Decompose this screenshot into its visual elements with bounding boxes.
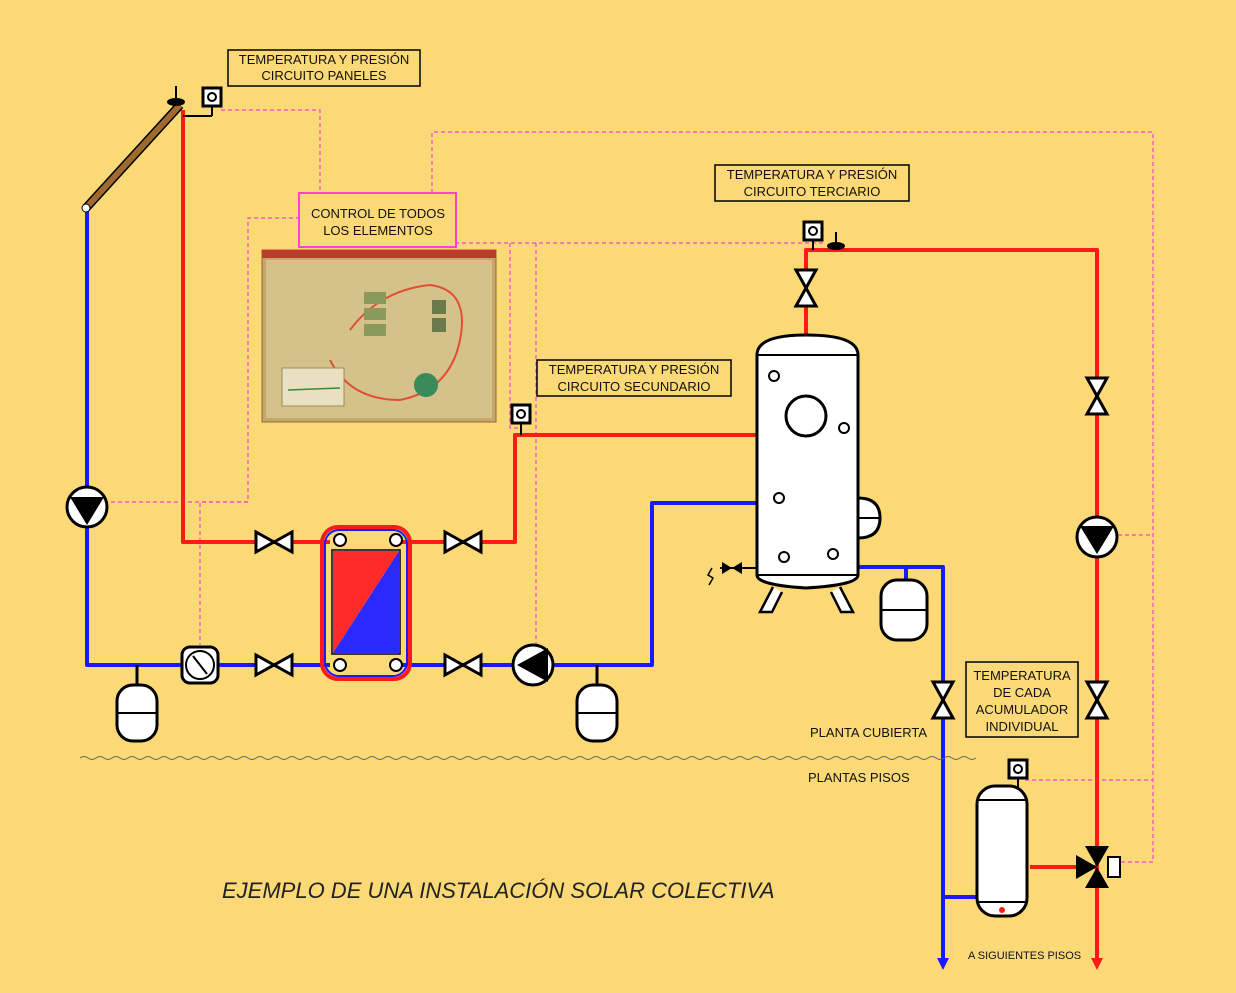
sensor-secundario — [510, 403, 532, 435]
label-terciario-line2: CIRCUITO TERCIARIO — [744, 184, 881, 199]
pump-secundario — [511, 643, 555, 687]
label-control: CONTROL DE TODOS LOS ELEMENTOS — [298, 192, 457, 248]
flow-meter — [180, 645, 220, 685]
pump-terciario — [1075, 515, 1119, 559]
pipes — [85, 110, 1099, 960]
main-accumulator — [706, 333, 882, 614]
label-terciario: TEMPERATURA Y PRESIÓN CIRCUITO TERCIARIO — [714, 164, 910, 202]
label-paneles-line1: TEMPERATURA Y PRESIÓN — [239, 52, 410, 67]
control-screen — [261, 249, 497, 423]
label-control-line2: LOS ELEMENTOS — [323, 223, 433, 238]
label-acum-line4: INDIVIDUAL — [986, 719, 1059, 734]
diagram-title: EJEMPLO DE UNA INSTALACIÓN SOLAR COLECTI… — [222, 878, 775, 903]
label-secundario: TEMPERATURA Y PRESIÓN CIRCUITO SECUNDARI… — [536, 359, 732, 397]
three-way-valve — [1076, 846, 1121, 888]
sensor-acumulador — [1007, 758, 1029, 790]
label-acum-line2: DE CADA — [993, 685, 1051, 700]
label-plantas-pisos: PLANTAS PISOS — [808, 770, 910, 785]
heat-exchanger — [320, 525, 412, 681]
label-acum-line1: TEMPERATURA — [973, 668, 1071, 683]
label-secundario-line1: TEMPERATURA Y PRESIÓN — [549, 362, 720, 377]
sensor-terciario — [802, 220, 845, 250]
floor-divider — [79, 756, 977, 760]
sensor-paneles — [183, 86, 223, 117]
solar-panel — [81, 86, 185, 213]
expansion-tanks — [115, 578, 929, 743]
label-planta-cubierta: PLANTA CUBIERTA — [810, 725, 927, 740]
label-siguientes-pisos: A SIGUIENTES PISOS — [968, 950, 1081, 962]
control-lines — [108, 109, 1154, 863]
label-paneles-line2: CIRCUITO PANELES — [261, 68, 387, 83]
valves — [254, 268, 1110, 720]
label-terciario-line1: TEMPERATURA Y PRESIÓN — [727, 167, 898, 182]
label-secundario-line2: CIRCUITO SECUNDARIO — [558, 379, 711, 394]
label-acum-line3: ACUMULADOR — [976, 702, 1068, 717]
pump-primario — [65, 485, 109, 529]
individual-accumulator — [975, 784, 1029, 918]
label-control-line1: CONTROL DE TODOS — [311, 206, 445, 221]
label-paneles: TEMPERATURA Y PRESIÓN CIRCUITO PANELES — [227, 49, 421, 87]
label-acumulador: TEMPERATURA DE CADA ACUMULADOR INDIVIDUA… — [965, 661, 1079, 738]
